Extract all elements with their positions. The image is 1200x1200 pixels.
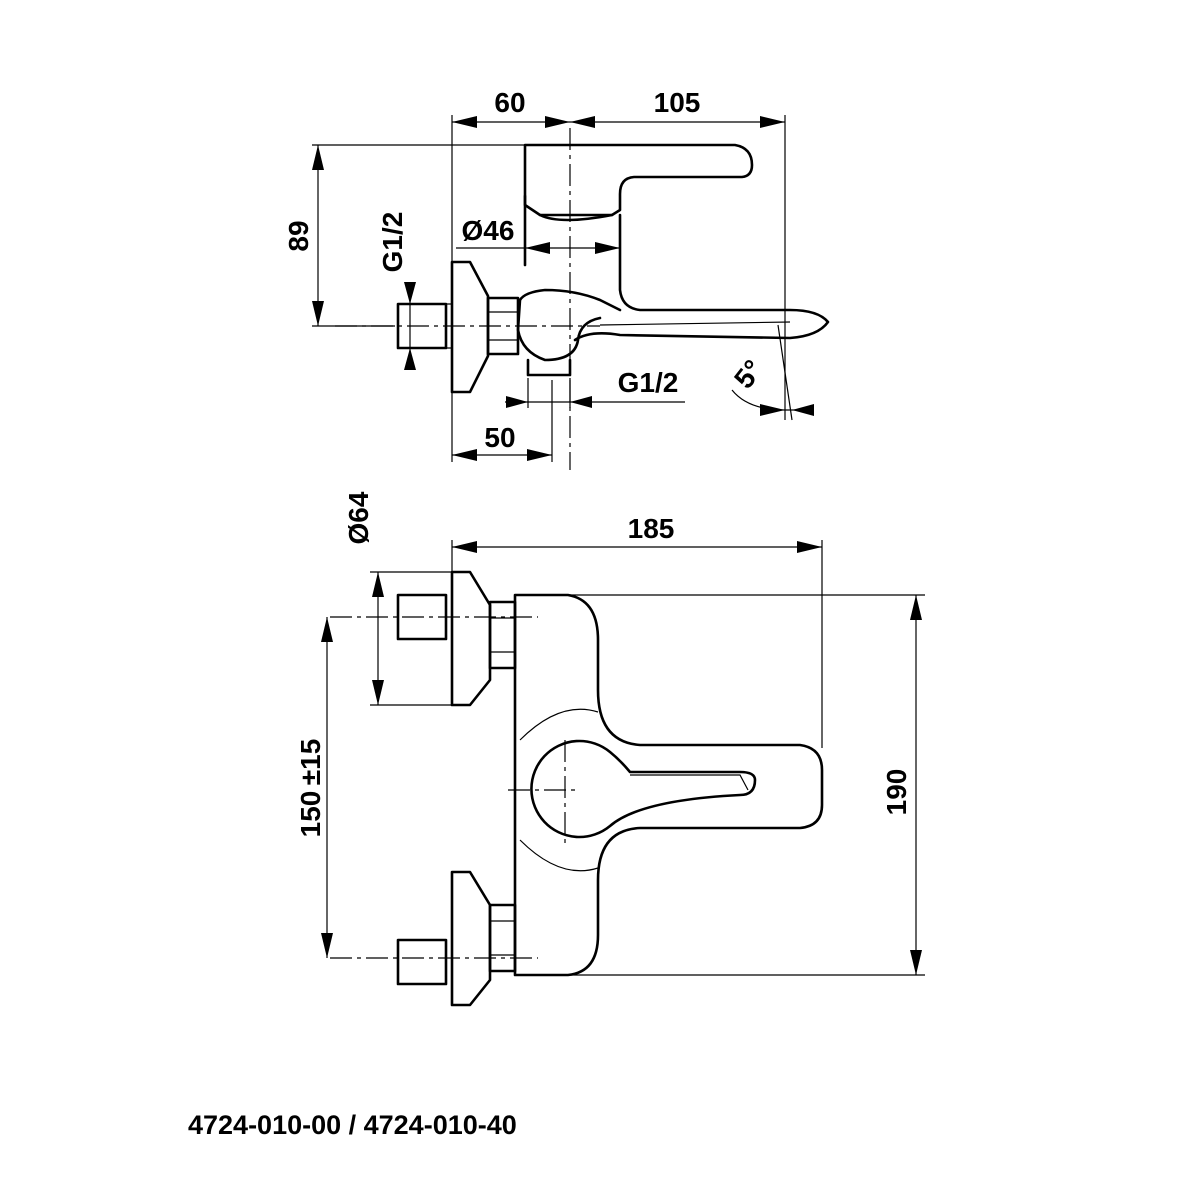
spout	[573, 213, 830, 342]
hex-nut-upper	[488, 600, 517, 670]
lever-handle	[523, 143, 754, 217]
dim-height: 89	[283, 220, 314, 251]
dim-centers: 150	[295, 791, 326, 838]
mixer-body	[516, 288, 622, 362]
dim-flange-diameter: Ø64	[343, 491, 374, 544]
flange-upper	[450, 570, 492, 707]
dim-width-back: 60	[494, 87, 525, 118]
connector-lower	[396, 938, 448, 986]
side-view: 60 105 89 Ø46 G1/2 G1/2 50 5°	[283, 87, 830, 470]
inlet-lower	[396, 870, 517, 1007]
dim-width-spout: 105	[654, 87, 701, 118]
dim-depth: 190	[881, 769, 912, 816]
dim-inlet-thread: G1/2	[377, 212, 408, 273]
hex-nut-lower	[488, 903, 517, 973]
product-codes: 4724-010-00 / 4724-010-40	[188, 1110, 517, 1140]
wall-flange	[450, 260, 490, 394]
dim-centers-tolerance: ±15	[295, 739, 326, 786]
spout-inner-line	[599, 321, 791, 326]
dim-total-length: 185	[628, 513, 675, 544]
outlet-nipple	[526, 358, 572, 377]
dim-spout-angle: 5°	[728, 354, 769, 394]
dim-outlet-thread: G1/2	[618, 367, 679, 398]
dim-outlet-offset: 50	[484, 422, 515, 453]
top-view: Ø64 185 150 ±15 190	[295, 491, 925, 1007]
dim-body-diameter: Ø46	[462, 215, 515, 246]
cartridge-cap	[523, 194, 614, 267]
mixer-body-outline	[513, 593, 824, 977]
inlet-upper	[396, 570, 517, 707]
body-inner-curve	[519, 708, 599, 872]
flange-lower	[450, 870, 492, 1007]
lever-knob	[530, 739, 757, 839]
